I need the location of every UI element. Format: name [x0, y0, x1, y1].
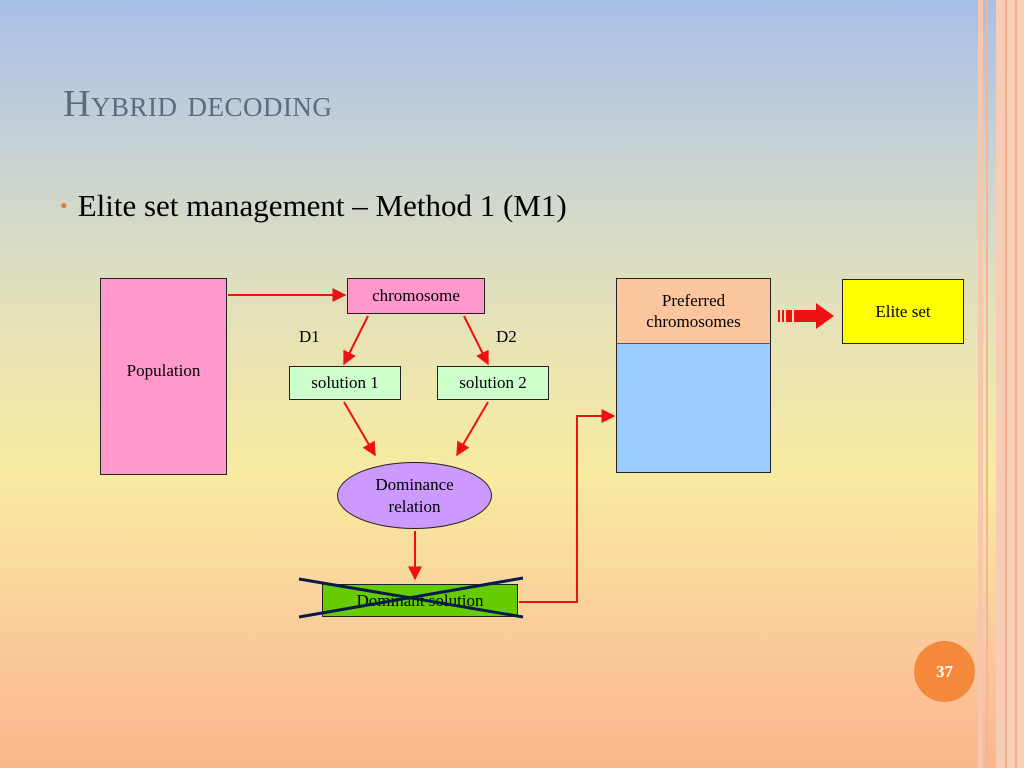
preferred-chromosomes-label: Preferred chromosomes [646, 290, 740, 333]
decor-stripe [1005, 0, 1007, 768]
preferred-line-2: chromosomes [646, 312, 741, 331]
solution-2-box: solution 2 [437, 366, 549, 400]
dominance-relation-label: Dominance relation [375, 474, 453, 517]
decoder-d2-label: D2 [496, 327, 517, 346]
arrow-solution2-to-dominance [456, 401, 489, 457]
decor-stripe [978, 0, 983, 768]
elite-set-box: Elite set [842, 279, 964, 344]
preferred-line-1: Preferred [661, 290, 726, 310]
page-number: 37 [936, 661, 953, 681]
bullet-dot-icon: • [60, 192, 68, 218]
decor-stripe [986, 0, 988, 768]
dominance-relation-ellipse: Dominance relation [337, 462, 492, 529]
population-label: Population [126, 360, 201, 380]
dominance-line-2: relation [388, 496, 441, 516]
arrow-solution1-to-dominance [343, 401, 376, 457]
dominance-line-1: Dominance [375, 475, 454, 495]
decor-stripe [996, 0, 1024, 768]
preferred-chromosomes-header: Preferred chromosomes [616, 278, 771, 344]
decor-stripe [1015, 0, 1017, 768]
slide-title: Hybrid decoding [63, 83, 333, 125]
bullet-text: Elite set management – Method 1 (M1) [77, 188, 567, 223]
block-arrow-to-elite-set [778, 303, 834, 329]
chromosome-label: chromosome [372, 286, 460, 306]
page-number-badge: 37 [914, 641, 975, 702]
arrow-dominant-solution-to-preferred [519, 409, 616, 603]
bullet-item: • Elite set management – Method 1 (M1) [60, 188, 567, 224]
population-box: Population [100, 278, 227, 475]
solution-2-label: solution 2 [459, 373, 527, 393]
solution-1-label: solution 1 [311, 373, 379, 393]
arrow-chromosome-to-solution1 [343, 315, 369, 366]
arrow-chromosome-to-solution2 [463, 315, 489, 366]
decoder-d1-label: D1 [299, 327, 320, 346]
solution-1-box: solution 1 [289, 366, 401, 400]
elite-set-label: Elite set [875, 302, 931, 321]
chromosome-box: chromosome [347, 278, 485, 314]
